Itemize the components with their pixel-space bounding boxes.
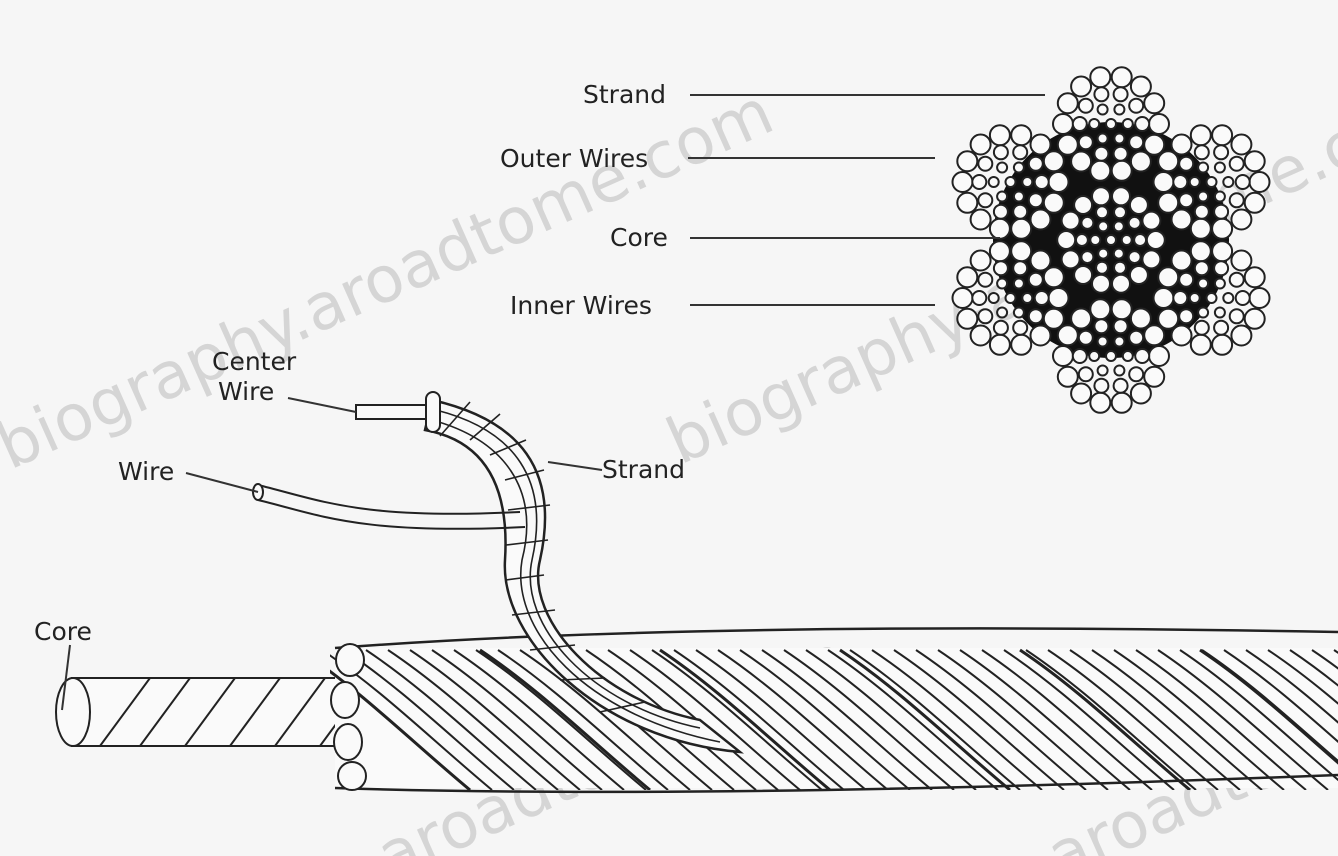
single-wire [253, 484, 525, 529]
label-strand-cross-section: Strand [583, 80, 666, 109]
rope-core [56, 678, 370, 746]
label-center-wire-line2: Wire [218, 377, 274, 406]
label-core-cross-section: Core [610, 223, 668, 252]
label-outer-wires: Outer Wires [500, 144, 648, 173]
label-inner-wires: Inner Wires [510, 291, 652, 320]
rope-body [56, 628, 1338, 791]
label-center-wire-line1: Center [212, 347, 297, 376]
label-core-rope: Core [34, 617, 92, 646]
rope-cross-section [953, 67, 1270, 413]
label-strand-rope: Strand [602, 455, 685, 484]
label-wire: Wire [118, 457, 174, 486]
